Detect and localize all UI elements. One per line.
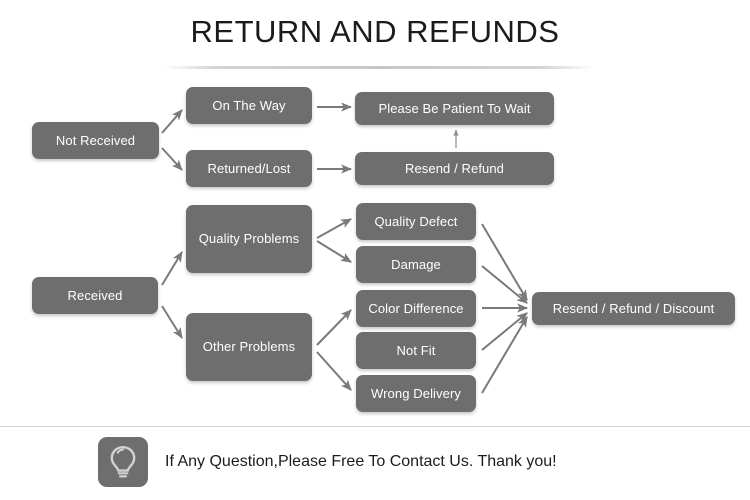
footer: If Any Question,Please Free To Contact U… [98, 437, 557, 487]
node-not-received[interactable]: Not Received [32, 122, 159, 159]
node-damage[interactable]: Damage [356, 246, 476, 283]
node-returned-lost[interactable]: Returned/Lost [186, 150, 312, 187]
node-quality-problems[interactable]: Quality Problems [186, 205, 312, 273]
node-not-fit[interactable]: Not Fit [356, 332, 476, 369]
node-please-be-patient-to-wait[interactable]: Please Be Patient To Wait [355, 92, 554, 125]
footer-divider [0, 426, 750, 427]
edge-quality-problems-to-quality-defect [316, 218, 352, 239]
page-title: RETURN AND REFUNDS [190, 14, 560, 49]
edge-other-problems-to-wrong-delivery [316, 351, 352, 391]
node-on-the-way[interactable]: On The Way [186, 87, 312, 124]
edge-not-received-to-on-the-way [161, 109, 183, 134]
edge-not-received-to-returned-lost [161, 147, 183, 171]
edge-not-fit-to-final [481, 312, 528, 351]
edge-other-problems-to-color-difference [316, 309, 352, 346]
edge-wrong-delivery-to-final [481, 316, 528, 394]
node-quality-defect[interactable]: Quality Defect [356, 203, 476, 240]
node-other-problems[interactable]: Other Problems [186, 313, 312, 381]
footer-text: If Any Question,Please Free To Contact U… [165, 453, 557, 470]
node-wrong-delivery[interactable]: Wrong Delivery [356, 375, 476, 412]
edge-quality-problems-to-damage [316, 240, 352, 263]
node-received[interactable]: Received [32, 277, 158, 314]
edge-received-to-quality-problems [161, 251, 183, 286]
node-resend-refund-discount[interactable]: Resend / Refund / Discount [532, 292, 735, 325]
node-resend-refund[interactable]: Resend / Refund [355, 152, 554, 185]
edge-quality-defect-to-final [481, 223, 528, 301]
lightbulb-icon [98, 437, 148, 487]
node-color-difference[interactable]: Color Difference [356, 290, 476, 327]
title-divider [163, 66, 595, 69]
edge-damage-to-final [481, 265, 528, 304]
edge-received-to-other-problems [161, 305, 183, 339]
